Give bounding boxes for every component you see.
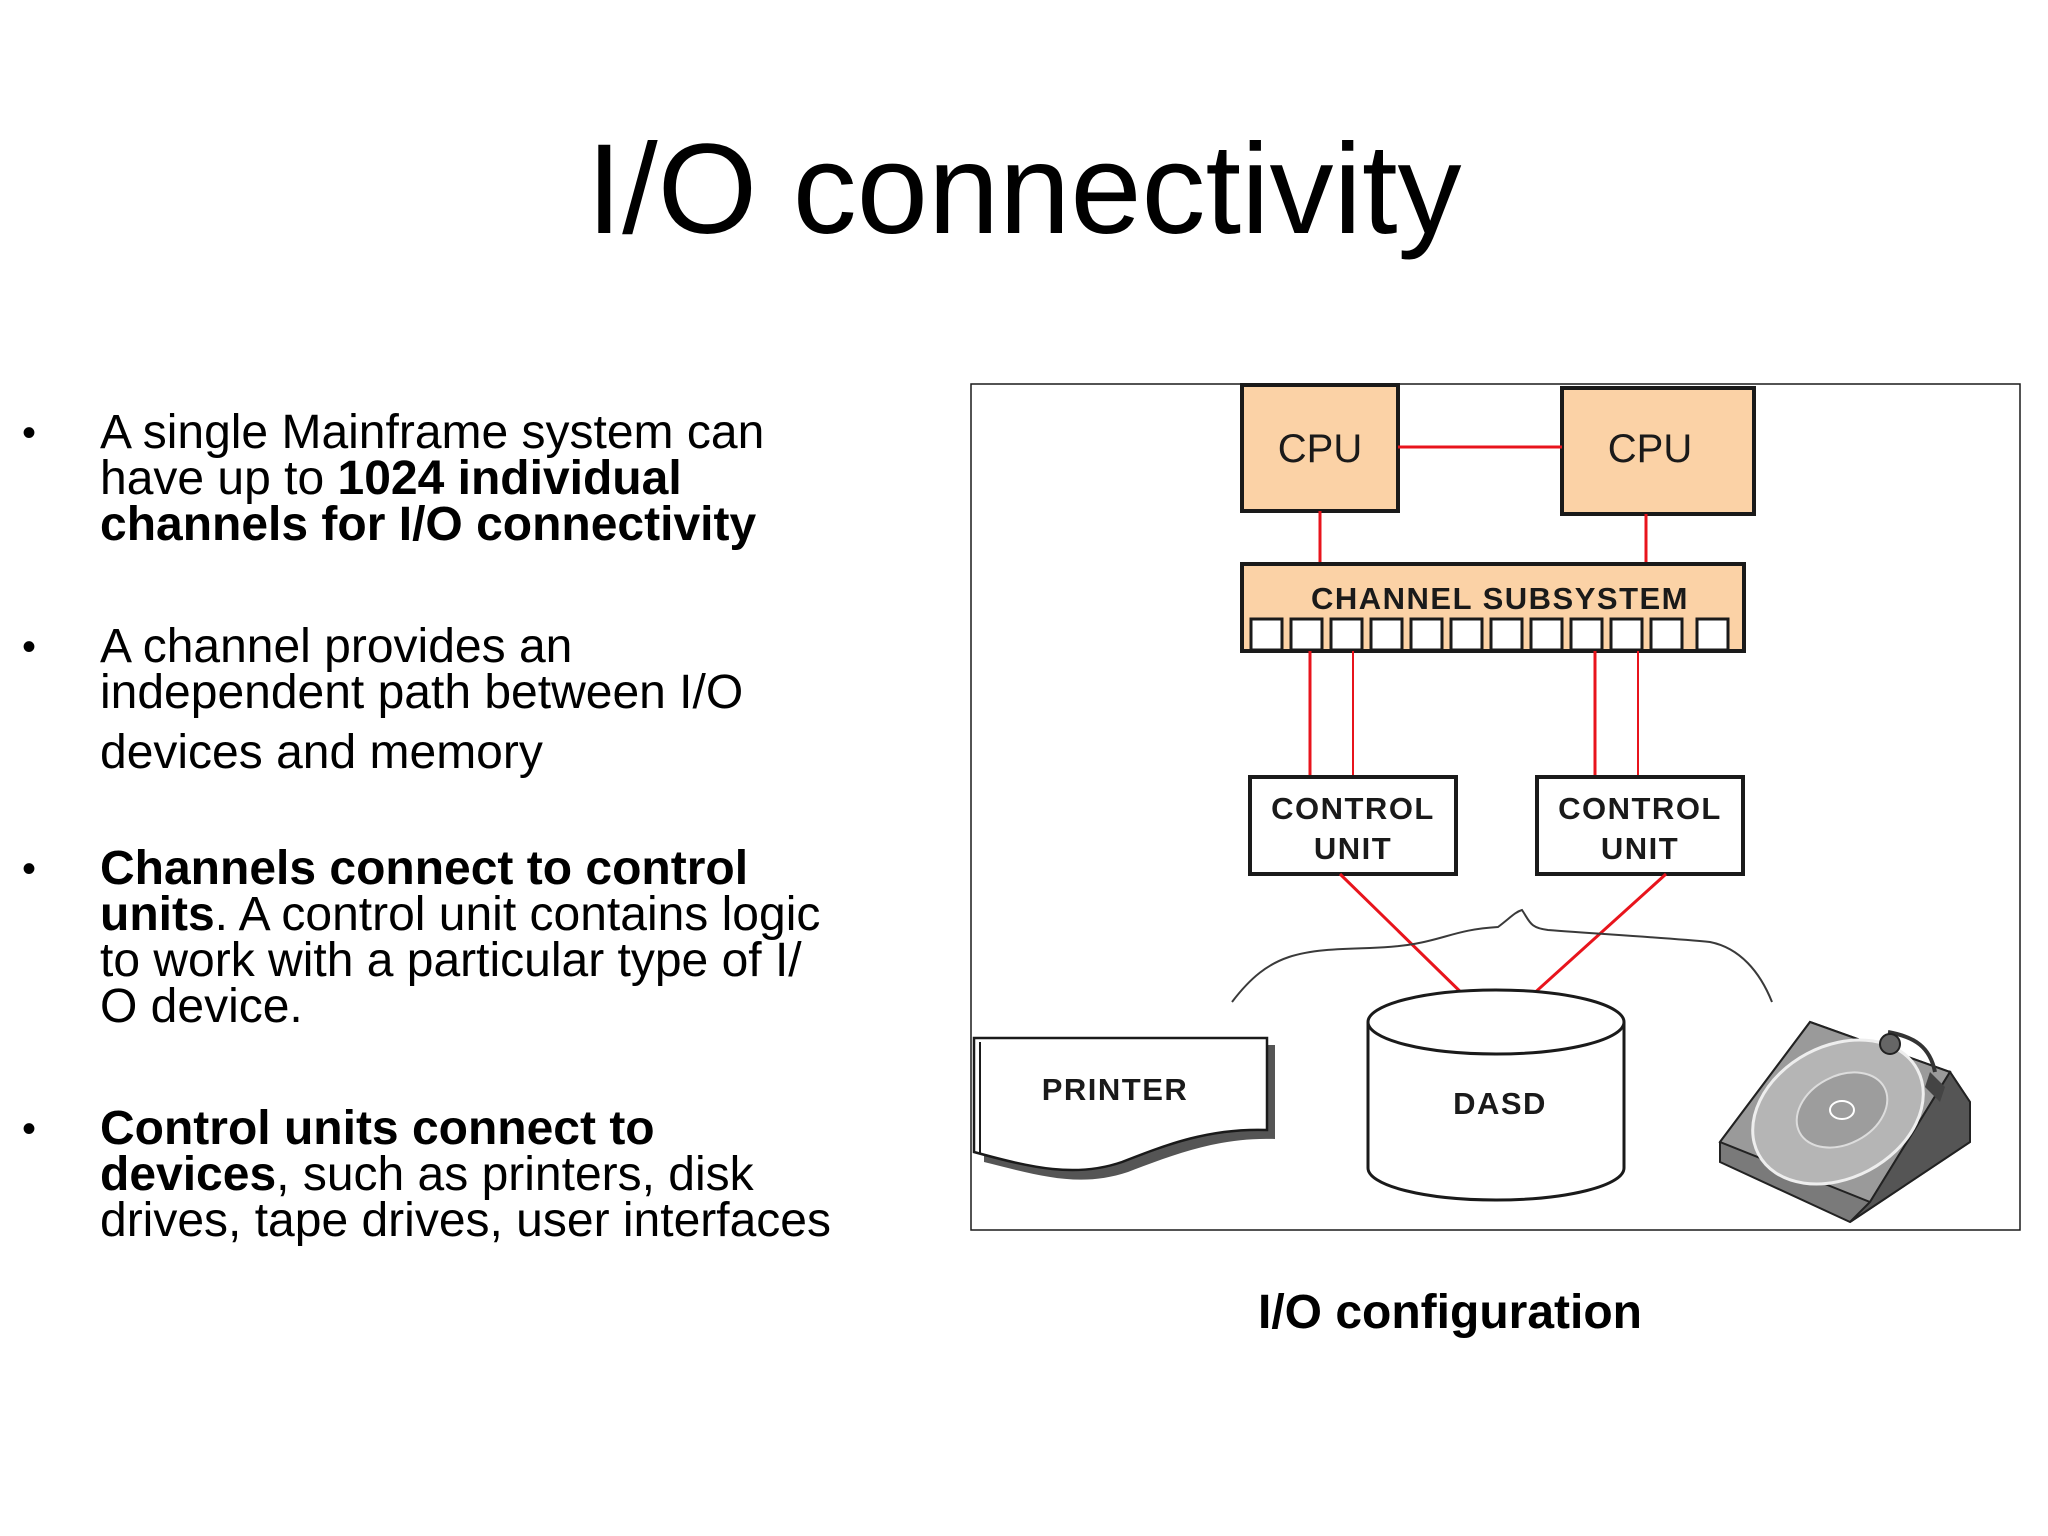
bullet-text: , such as printers, disk	[276, 1148, 754, 1201]
diagram-caption: I/O configuration	[1258, 1286, 1642, 1339]
bullet-list: • A single Mainframe system can have up …	[22, 409, 922, 1247]
control-unit-label-right-line1: CONTROL	[1558, 791, 1722, 826]
printer-label: PRINTER	[1042, 1072, 1189, 1107]
disk-drive-icon	[1718, 1020, 1971, 1224]
bullet-bold-text: units	[100, 888, 215, 941]
printer-paper	[972, 1036, 1269, 1172]
bullet-item: • Control units connect to devices, such…	[22, 1105, 922, 1247]
bullet-item: • Channels connect to control units. A c…	[22, 845, 922, 1033]
bullet-text: . A control unit contains logic	[214, 888, 821, 941]
control-unit-label-left-line1: CONTROL	[1271, 791, 1435, 826]
channel-port	[1249, 617, 1284, 652]
channel-subsystem-label: CHANNEL SUBSYSTEM	[1311, 581, 1689, 616]
bullet-dot: •	[22, 411, 37, 455]
cu-device-link-left	[1338, 872, 1477, 1008]
bullet-bold-text: devices	[100, 1148, 277, 1201]
bullet-text: A channel provides an	[100, 620, 573, 673]
bullet-bold-text: Channels connect to control	[100, 842, 749, 895]
bullet-text: A single Mainframe system can	[100, 406, 765, 459]
channel-port	[1609, 617, 1644, 652]
bullet-text: devices and memory	[100, 726, 543, 779]
bullet-bold-text: 1024 individual	[337, 452, 682, 505]
bullet-bold-text: channels for I/O connectivity	[100, 498, 757, 551]
control-unit-label-left-line2: UNIT	[1314, 831, 1392, 866]
slide-title: I/O connectivity	[586, 118, 1462, 261]
channel-port	[1649, 617, 1684, 652]
channel-port	[1449, 617, 1484, 652]
channel-port	[1569, 617, 1604, 652]
device-group-brace	[1231, 908, 1773, 1003]
bullet-text: drives, tape drives, user interfaces	[100, 1194, 831, 1247]
channel-port	[1409, 617, 1444, 652]
control-unit-box-right	[1535, 775, 1745, 876]
dasd-label: DASD	[1453, 1086, 1547, 1121]
bullet-text: O device.	[100, 980, 303, 1033]
bullet-item: • A single Mainframe system can have up …	[22, 409, 922, 551]
channel-port	[1695, 617, 1730, 652]
bullet-dot: •	[22, 1107, 37, 1151]
bullet-text: have up to	[100, 452, 338, 505]
channel-port	[1289, 617, 1324, 652]
bullet-dot: •	[22, 847, 37, 891]
io-configuration-diagram: CPU CPU CHANNEL SUBSYSTEM CONTROL UNIT C…	[970, 383, 2021, 1231]
channel-port	[1489, 617, 1524, 652]
bullet-dot: •	[22, 625, 37, 669]
bullet-text: independent path between I/O	[100, 666, 744, 719]
bullet-item: • A channel provides an independent path…	[22, 623, 922, 779]
channel-port	[1529, 617, 1564, 652]
bullet-text: to work with a particular type of I/	[100, 934, 802, 987]
dasd-cylinder-top	[1366, 988, 1626, 1056]
channel-port	[1329, 617, 1364, 652]
channel-ports	[1249, 617, 1730, 652]
cpu-box-right	[1560, 386, 1756, 516]
dasd-cylinder-body	[1366, 1022, 1626, 1202]
cpu-label-left: CPU	[1278, 427, 1362, 471]
cu-device-link-right	[1518, 872, 1668, 1008]
bullet-bold-text: Control units connect to	[100, 1102, 655, 1155]
cpu-label-right: CPU	[1608, 427, 1692, 471]
control-unit-label-right-line2: UNIT	[1601, 831, 1679, 866]
control-unit-box-left	[1248, 775, 1458, 876]
channel-port	[1369, 617, 1404, 652]
